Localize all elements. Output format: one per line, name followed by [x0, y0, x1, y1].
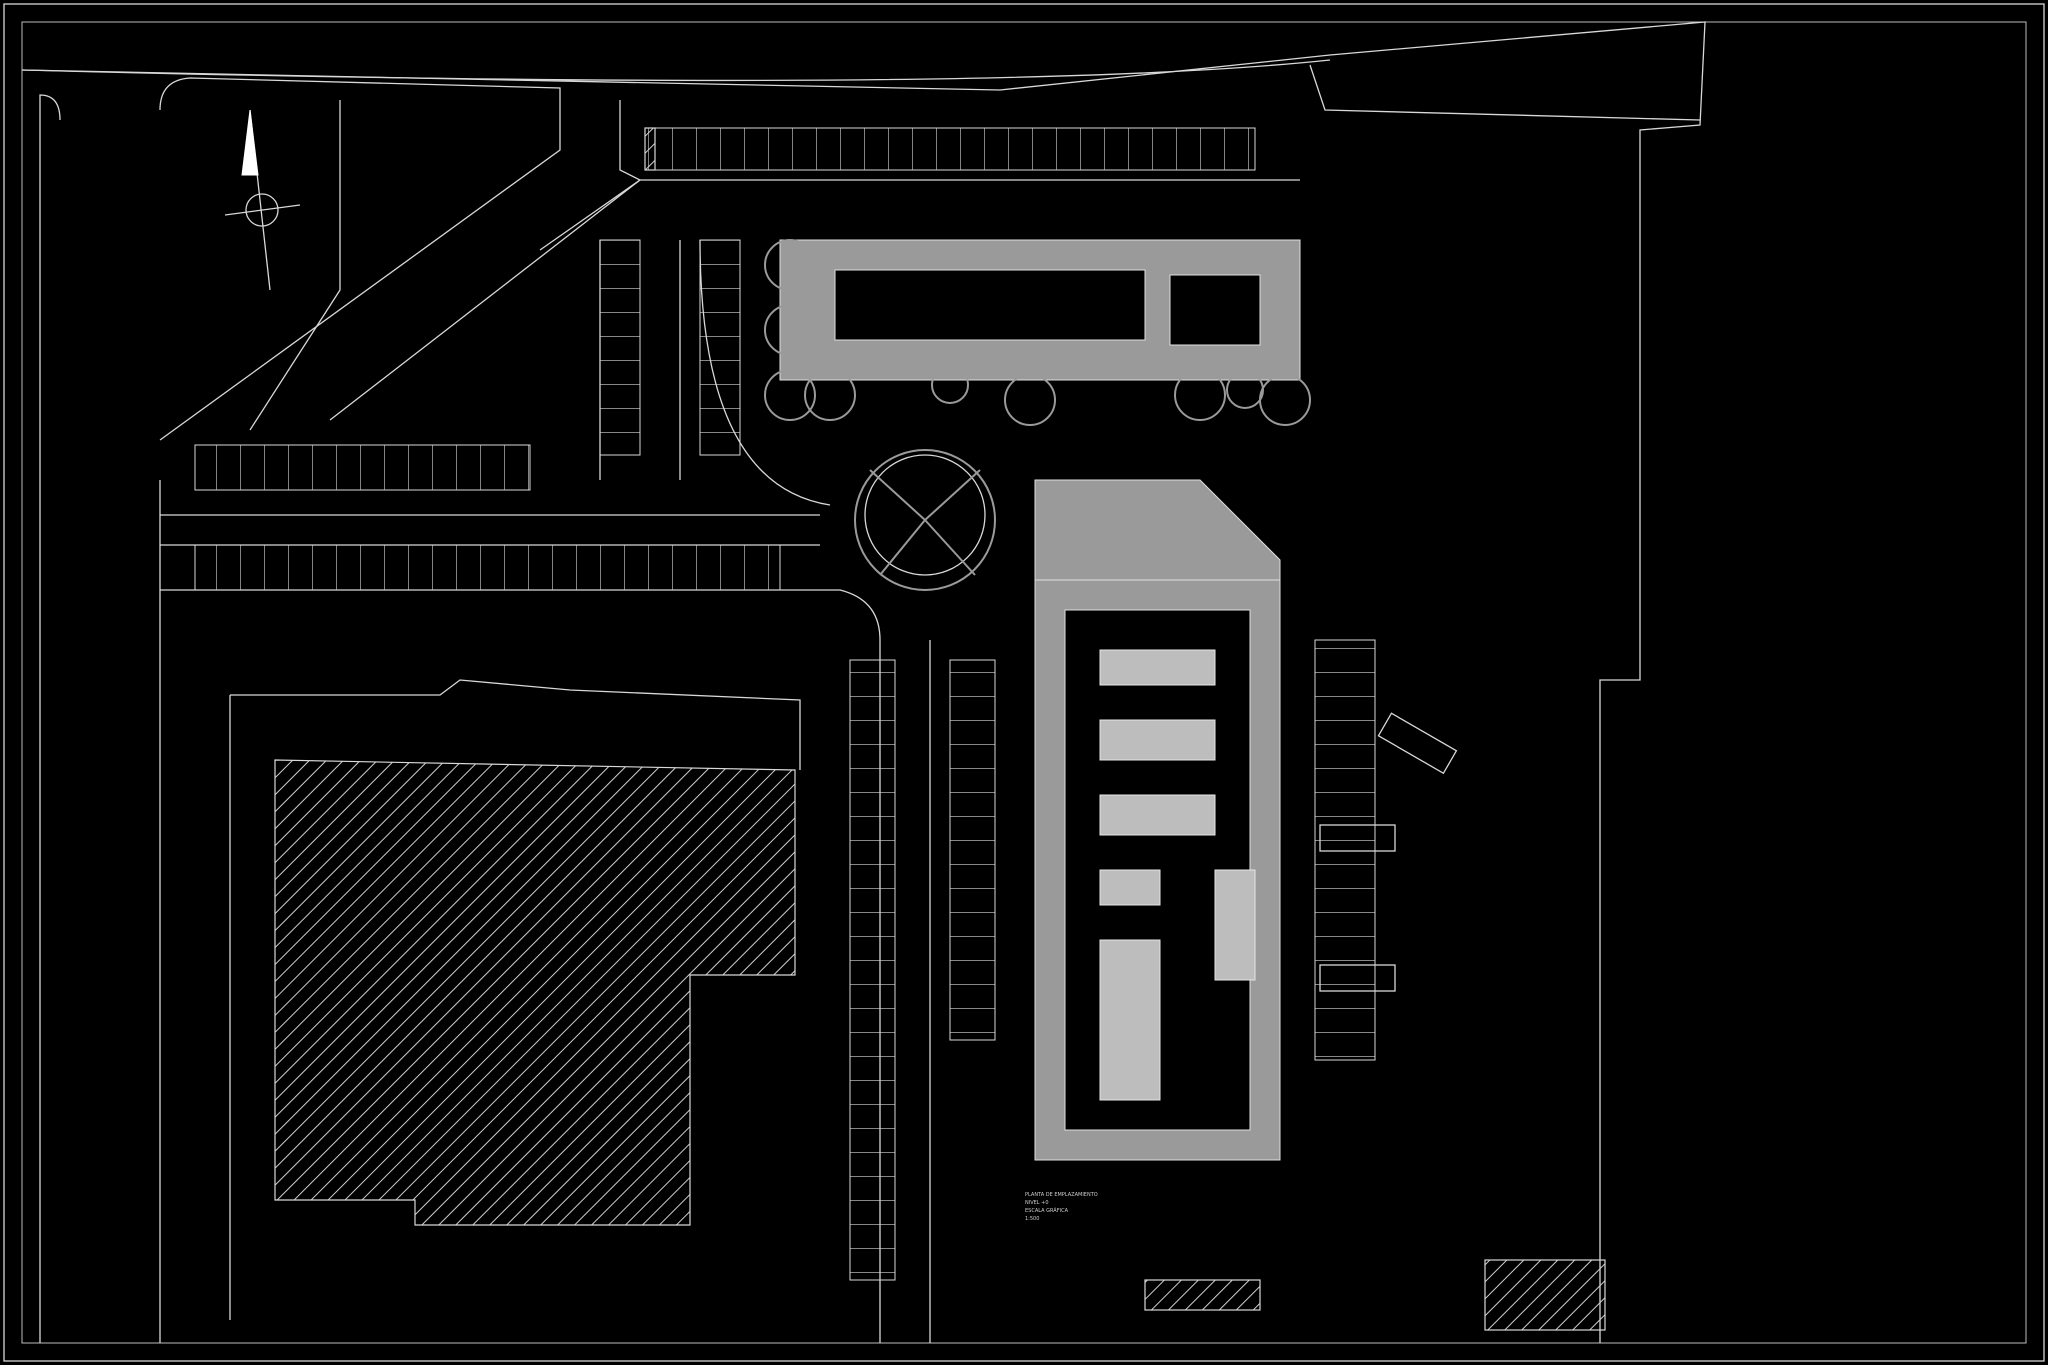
parking-row-west	[194, 444, 531, 491]
roundabout	[864, 454, 986, 576]
label-scale-title: ESCALA GRÁFICA	[1025, 1207, 1069, 1214]
parking-hatch	[644, 127, 656, 171]
label-level: NIVEL +0	[1025, 1200, 1049, 1206]
parking-col-east	[1314, 639, 1376, 1061]
room-2	[1099, 719, 1216, 761]
building-north-inner	[834, 269, 1146, 341]
parking-north-row	[644, 127, 1256, 171]
room-4	[1099, 869, 1161, 906]
parking-col-1	[599, 239, 641, 456]
label-scale: 1:500	[1025, 1216, 1039, 1222]
parking-col-2	[699, 239, 741, 456]
street-west	[39, 77, 561, 1343]
tree-roundabout	[854, 449, 996, 591]
truck-2	[1319, 964, 1396, 992]
building-connector	[1034, 479, 1281, 581]
truck-3	[1377, 712, 1458, 775]
parking-row-central	[194, 544, 781, 591]
site-boundary	[21, 21, 1706, 1343]
hatched-block-south-2	[1484, 1259, 1606, 1331]
tree-row-north	[764, 239, 1311, 426]
hatched-block-south-1	[1144, 1279, 1261, 1311]
parking-col-4	[949, 659, 996, 1041]
drawing-frame	[3, 3, 2045, 1362]
north-arrow-icon	[224, 109, 301, 291]
room-1	[1099, 649, 1216, 686]
label-plan-title: PLANTA DE EMPLAZAMIENTO	[1025, 1192, 1098, 1198]
parking-col-3	[849, 659, 896, 1281]
truck-1	[1319, 824, 1396, 852]
drawing-border	[21, 21, 2027, 1344]
room-5	[1099, 939, 1161, 1101]
service-core	[1214, 869, 1256, 981]
street-diagonal	[249, 100, 642, 431]
parcel-west	[229, 679, 801, 1320]
hatched-building-west	[274, 759, 796, 1226]
road-curve-north	[21, 59, 1701, 121]
room-3	[1099, 794, 1216, 836]
building-north-core	[1169, 274, 1261, 346]
